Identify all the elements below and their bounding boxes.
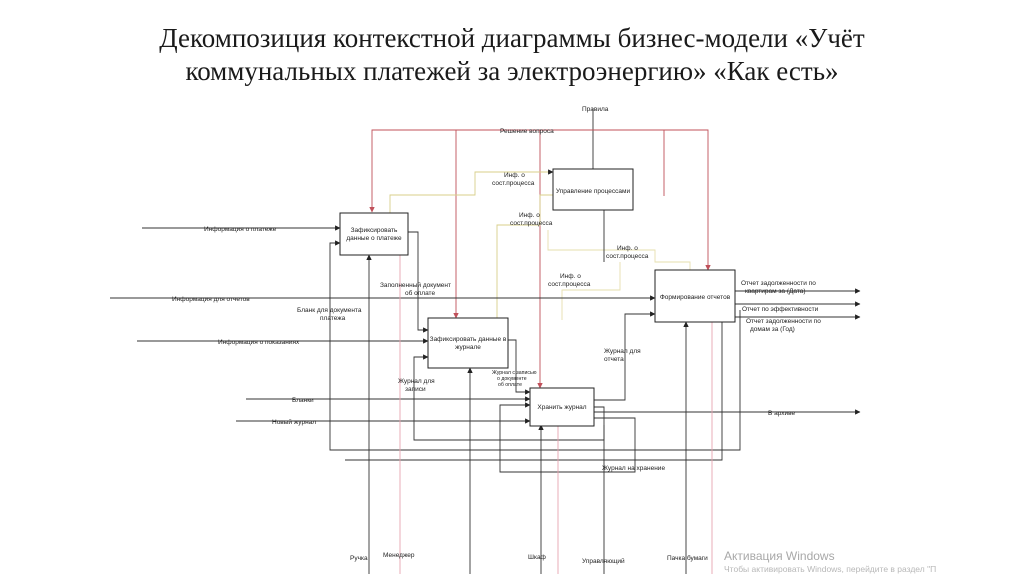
label-director: Управляющий (582, 557, 625, 565)
box-fix-journal-line-2: журнале (455, 344, 481, 351)
box-reports: Формирование отчетов (654, 269, 736, 323)
label-inf-proc-4-a: Инф. о (560, 273, 581, 280)
page-title: Декомпозиция контекстной диаграммы бизне… (0, 22, 1024, 88)
box-manage-label: Управление процессами (556, 188, 631, 195)
label-journal-report-b: отчета (604, 356, 624, 363)
arrow-labels: Правила Решение вопроса Инф. о сост.проц… (172, 106, 821, 565)
windows-activation-text: Чтобы активировать Windows, перейдите в … (724, 564, 937, 574)
label-journal-storage: Журнал на хранение (602, 465, 665, 472)
label-blank-doc-a: Бланк для документа (297, 307, 362, 314)
label-report-info: Информация для отчетов (172, 296, 250, 303)
title-line-2: коммунальных платежей за электроэнергию»… (185, 56, 839, 86)
label-out-houses-b: домам за (Год) (750, 326, 795, 333)
label-inf-proc-4-b: сост.процесса (548, 281, 591, 288)
label-manager: Менеджер (383, 552, 415, 559)
box-store-journal: Хранить журнал (529, 387, 595, 427)
label-inf-proc-2-b: сост.процесса (510, 220, 553, 227)
title-line-1: Декомпозиция контекстной диаграммы бизне… (159, 23, 865, 53)
label-journal-with-record-c: об оплате (498, 382, 522, 388)
label-out-efficiency: Отчет по эффективности (742, 306, 819, 313)
label-new-journal: Новый журнал (272, 418, 316, 426)
label-journal-report-a: Журнал для (604, 348, 641, 355)
label-decision: Решение вопроса (500, 128, 554, 135)
label-journal-with-record-b: о документе (497, 376, 527, 382)
box-fix-journal-line-1: Зафиксировать данные в (430, 336, 507, 343)
label-paper: Пачка бумаги (667, 554, 708, 562)
box-reports-label: Формирование отчетов (660, 294, 731, 301)
label-blanks: Бланки (292, 397, 314, 404)
label-readings-info: Информация о показаниях (218, 339, 300, 346)
label-out-apartments-b: квартирам за (Дата) (745, 288, 806, 295)
label-out-apartments-a: Отчет задолженности по (741, 280, 816, 287)
box-fix-journal: Зафиксировать данные в журнале (427, 317, 509, 369)
label-journal-record-a: Журнал для (398, 378, 435, 385)
label-pen: Ручка (350, 555, 368, 562)
box-fix-payment-line-1: Зафиксировать (351, 227, 398, 234)
box-fix-payment-line-2: данные о платеже (346, 235, 402, 242)
label-archive: В архиве (768, 410, 796, 417)
label-inf-proc-1-a: Инф. о (504, 172, 525, 179)
label-filled-doc-a: Заполненный документ (380, 281, 451, 289)
label-inf-proc-1-b: сост.процесса (492, 180, 535, 187)
box-manage-processes: Управление процессами (552, 168, 634, 211)
label-inf-proc-3-b: сост.процесса (606, 253, 649, 260)
label-cabinet: Шкаф (528, 554, 547, 561)
label-inf-proc-2-a: Инф. о (519, 212, 540, 219)
label-out-houses-a: Отчет задолженности по (746, 318, 821, 325)
label-pay-info: Информация о платеже (204, 226, 277, 233)
label-rules: Правила (582, 106, 609, 113)
connection-lines (110, 108, 861, 574)
label-filled-doc-b: об оплате (405, 289, 435, 297)
windows-activation-title: Активация Windows (724, 549, 835, 563)
label-blank-doc-b: платежа (320, 315, 346, 322)
box-store-journal-label: Хранить журнал (537, 404, 586, 411)
label-journal-record-b: записи (405, 386, 426, 393)
box-fix-payment: Зафиксировать данные о платеже (339, 212, 409, 256)
label-journal-with-record-a: Журнал с записью (492, 370, 537, 376)
label-inf-proc-3-a: Инф. о (617, 245, 638, 252)
